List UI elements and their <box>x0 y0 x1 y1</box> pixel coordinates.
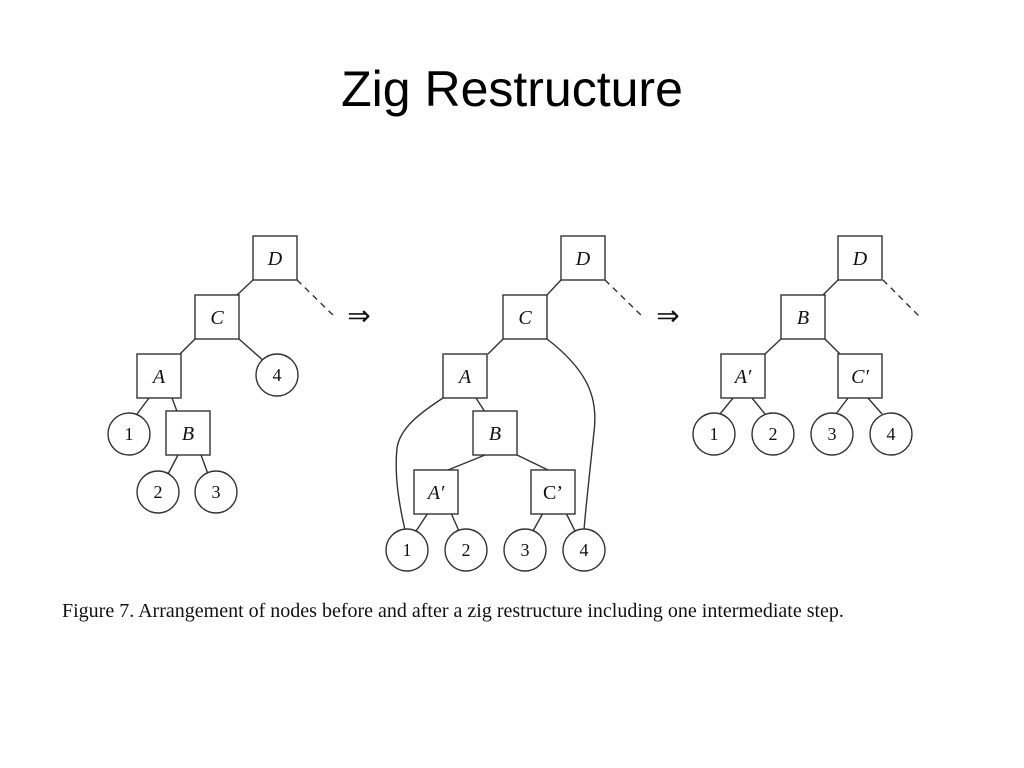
node-box-d <box>837 235 883 281</box>
panel-middle-edges <box>395 279 645 532</box>
leaf-circle-2 <box>444 528 488 572</box>
slide-title: Zig Restructure <box>341 61 683 117</box>
leaf-label-1: 1 <box>403 540 412 560</box>
node-label-b: B <box>489 423 501 445</box>
leaf-label-4: 4 <box>887 424 896 444</box>
node-box-c <box>194 294 240 340</box>
leaf-label-1: 1 <box>710 424 719 444</box>
leaf-circle-4 <box>562 528 606 572</box>
node-box-b <box>165 410 211 456</box>
node-label-b: B <box>182 423 194 445</box>
leaf-label-4: 4 <box>273 365 282 385</box>
leaf-label-3: 3 <box>212 482 221 502</box>
node-box-a-prime <box>413 469 459 515</box>
node-box-a <box>136 353 182 399</box>
leaf-label-2: 2 <box>154 482 163 502</box>
node-box-d <box>560 235 606 281</box>
leaf-label-3: 3 <box>828 424 837 444</box>
node-label-b: B <box>797 307 809 329</box>
leaf-circle-2 <box>751 412 795 456</box>
transition-arrow-icon: ⇒ <box>656 301 679 332</box>
leaf-label-2: 2 <box>769 424 778 444</box>
leaf-label-3: 3 <box>521 540 530 560</box>
panel-before-edges <box>136 279 337 475</box>
leaf-circle-4 <box>869 412 913 456</box>
leaf-circle-3 <box>194 470 238 514</box>
figure-caption: Figure 7. Arrangement of nodes before an… <box>62 600 844 622</box>
node-box-c <box>502 294 548 340</box>
node-label-a: A <box>151 366 166 388</box>
leaf-circle-1 <box>385 528 429 572</box>
node-label-a: A <box>457 366 472 388</box>
leaf-circle-3 <box>810 412 854 456</box>
node-label-d: D <box>852 248 868 270</box>
leaf-label-1: 1 <box>125 424 134 444</box>
leaf-circle-1 <box>692 412 736 456</box>
leaf-label-4: 4 <box>580 540 589 560</box>
node-label-c-prime: C′ <box>851 366 869 388</box>
node-box-c-prime <box>837 353 883 399</box>
node-box-b <box>472 410 518 456</box>
node-box-a <box>442 353 488 399</box>
leaf-circle-1 <box>107 412 151 456</box>
leaf-circle-2 <box>136 470 180 514</box>
node-label-d: D <box>575 248 591 270</box>
node-box-c-prime <box>530 469 576 515</box>
transition-arrow-icon: ⇒ <box>347 301 370 332</box>
node-label-c-prime: C’ <box>543 482 563 504</box>
node-label-c: C <box>518 307 532 329</box>
node-label-a-prime: A′ <box>733 366 752 388</box>
panel-after-edges <box>719 279 921 415</box>
node-label-a-prime: A′ <box>426 482 445 504</box>
leaf-circle-4 <box>255 353 299 397</box>
node-box-d <box>252 235 298 281</box>
node-label-c: C <box>210 307 224 329</box>
node-box-b <box>780 294 826 340</box>
node-box-a-prime <box>720 353 766 399</box>
leaf-label-2: 2 <box>462 540 471 560</box>
node-label-d: D <box>267 248 283 270</box>
leaf-circle-3 <box>503 528 547 572</box>
